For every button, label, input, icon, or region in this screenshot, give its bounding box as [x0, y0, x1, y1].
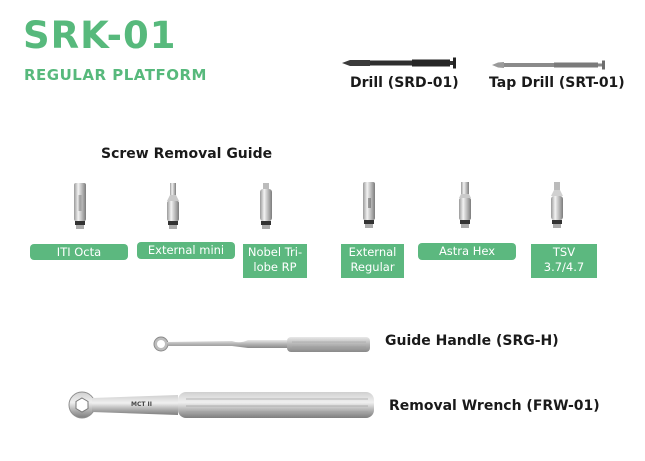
tag-tsv: TSV 3.7/4.7 — [531, 244, 597, 278]
astra-hex-guide-icon — [457, 182, 473, 230]
tag-external-regular: External Regular — [341, 244, 404, 278]
drill-icon — [342, 54, 458, 69]
tap-drill-icon — [492, 55, 608, 70]
guide-handle-icon — [152, 334, 374, 354]
tag-astra-hex: Astra Hex — [418, 243, 516, 260]
tap-drill-label: Tap Drill (SRT-01) — [489, 75, 625, 91]
tag-line: Regular — [350, 260, 395, 274]
removal-wrench-icon: MCT II — [68, 388, 378, 420]
tag-line: Nobel Tri- — [247, 245, 303, 259]
tag-external-mini: External mini — [137, 242, 235, 259]
tag-line: External — [348, 245, 397, 259]
external-regular-guide-icon — [361, 182, 377, 230]
external-mini-guide-icon — [165, 183, 181, 231]
tag-iti-octa: ITI Octa — [30, 244, 128, 260]
tag-nobel-trilobe-rp: Nobel Tri- lobe RP — [243, 244, 307, 278]
svg-text:MCT II: MCT II — [131, 401, 152, 408]
section-title: Screw Removal Guide — [101, 146, 273, 162]
tag-line: TSV — [552, 245, 576, 259]
drill-label: Drill (SRD-01) — [350, 75, 459, 91]
tag-line: 3.7/4.7 — [543, 260, 585, 274]
page-subtitle: REGULAR PLATFORM — [24, 66, 207, 84]
tsv-guide-icon — [549, 182, 565, 230]
iti-octa-guide-icon — [72, 183, 88, 231]
nobel-trilobe-guide-icon — [258, 183, 274, 231]
guide-handle-label: Guide Handle (SRG-H) — [385, 333, 559, 349]
tag-line: lobe RP — [253, 260, 297, 274]
page-title: SRK-01 — [23, 14, 177, 57]
removal-wrench-label: Removal Wrench (FRW-01) — [389, 398, 600, 414]
